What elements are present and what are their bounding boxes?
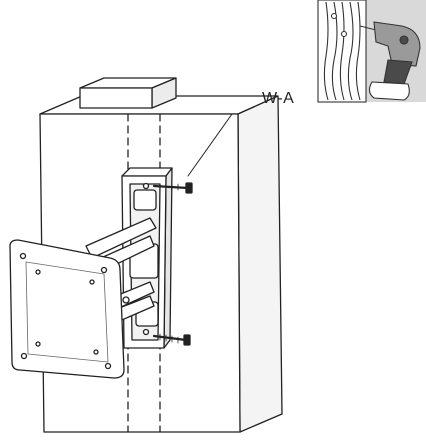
tv-mounting-plate <box>9 239 130 379</box>
bracket-hole-top <box>142 182 150 190</box>
bracket-hinges <box>129 189 159 327</box>
callout-leader-line <box>187 113 233 177</box>
wall-stud-top <box>79 77 177 109</box>
callout-label-wa: W-A <box>262 90 295 107</box>
bracket-hole-bottom <box>142 328 150 336</box>
lag-screw-icon <box>152 182 193 194</box>
drill-into-stud-icon <box>317 0 426 103</box>
lag-screw-icon <box>152 333 191 346</box>
